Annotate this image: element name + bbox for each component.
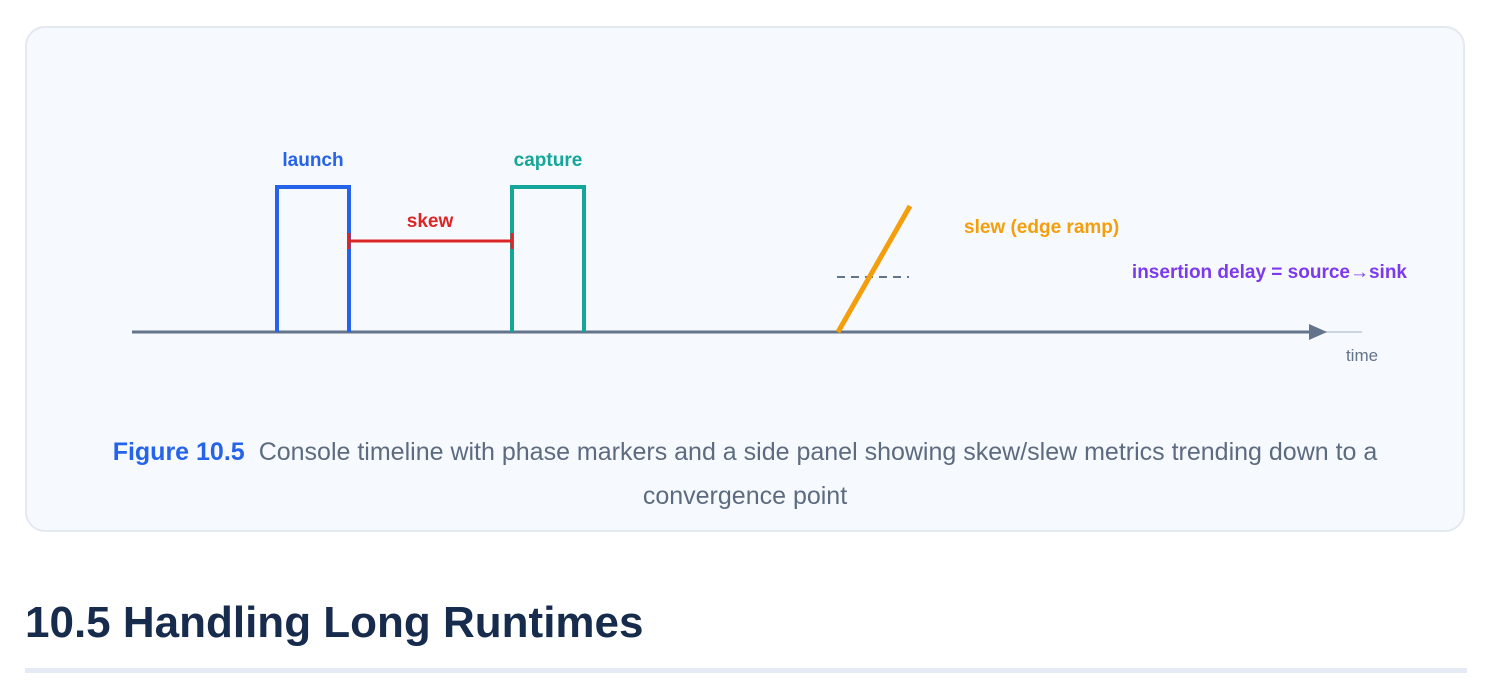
section-heading: 10.5 Handling Long Runtimes — [25, 598, 644, 647]
skew-label: skew — [407, 211, 454, 232]
figure-caption-text: Console timeline with phase markers and … — [258, 438, 1378, 510]
slew-ramp — [835, 204, 913, 334]
slew-label: slew (edge ramp) — [964, 217, 1119, 238]
launch-pulse — [275, 185, 351, 332]
time-axis-arrow-icon — [1309, 324, 1327, 340]
insertion-delay-label: insertion delay = source→sink — [1132, 262, 1408, 283]
figure-caption: Figure 10.5 Console timeline with phase m… — [57, 430, 1433, 518]
launch-label: launch — [282, 150, 343, 171]
capture-pulse — [510, 185, 586, 332]
figure-card: time launch capture skew slew (edge ramp… — [25, 26, 1465, 532]
section-divider — [25, 668, 1467, 673]
timing-diagram: time launch capture skew slew (edge ramp… — [132, 150, 1408, 365]
figure-label: Figure 10.5 — [112, 438, 245, 466]
capture-label: capture — [514, 150, 583, 171]
time-axis-label: time — [1346, 346, 1378, 365]
